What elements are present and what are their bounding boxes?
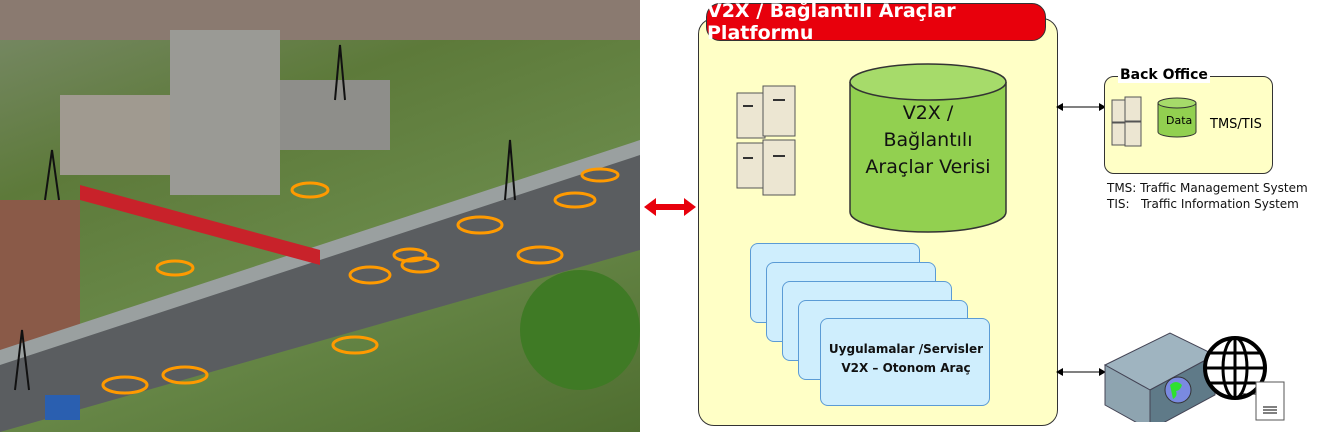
apps-line: V2X – Otonom Araç xyxy=(841,361,971,375)
data-cylinder-icon xyxy=(1157,97,1197,138)
legend-tms: TMS: Traffic Management System xyxy=(1107,181,1308,195)
tms-tis-label: TMS/TIS xyxy=(1210,117,1262,132)
back-office-title: Back Office xyxy=(1118,67,1210,83)
database-label-line: V2X / xyxy=(902,102,954,124)
internet-server-icon xyxy=(1103,332,1285,422)
data-label: Data xyxy=(1166,114,1193,127)
service-card-front xyxy=(820,318,990,406)
apps-services-label: Uygulamalar /Servisler V2X – Otonom Araç xyxy=(822,340,990,378)
backoffice-link-arrow xyxy=(1056,103,1106,111)
database-label-line: Bağlantılı xyxy=(883,129,973,151)
traffic-scene-illustration xyxy=(0,0,640,432)
server-stack-icon xyxy=(736,85,796,196)
database-label: V2X / Bağlantılı Araçlar Verisi xyxy=(850,100,1006,181)
database-label-line: Araçlar Verisi xyxy=(865,156,991,178)
v2x-database-cylinder xyxy=(849,63,1007,233)
connected-traffic-photo xyxy=(0,0,640,432)
internet-link-arrow xyxy=(1056,368,1106,376)
platform-title: V2X / Bağlantılı Araçlar Platformu xyxy=(706,0,1046,44)
server-icon xyxy=(1111,96,1142,147)
legend-tis: TIS: Traffic Information System xyxy=(1107,197,1299,211)
apps-line: Uygulamalar /Servisler xyxy=(828,342,984,356)
bidirectional-link-arrow xyxy=(644,198,696,216)
